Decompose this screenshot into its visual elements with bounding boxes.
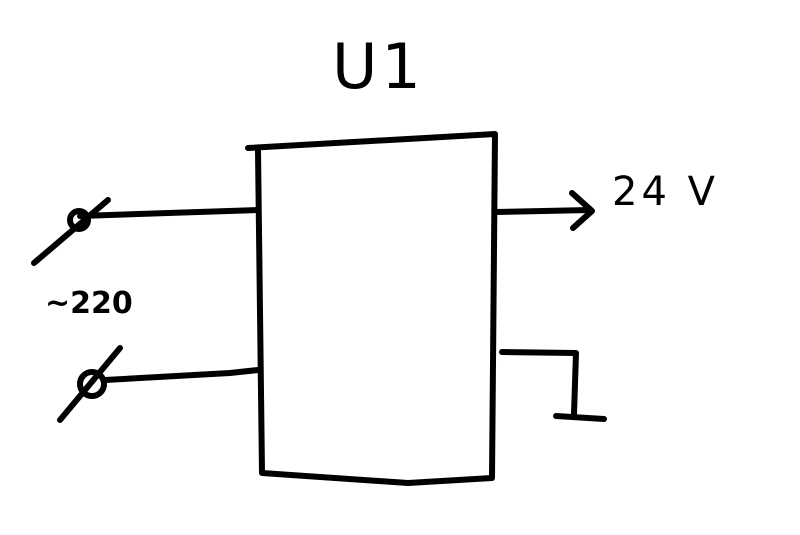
component-box [245,131,498,486]
input-terminal-bottom [77,369,107,399]
ground-wire [499,349,579,417]
component-label: U1 [332,30,425,103]
input-voltage-label: ~220 [45,286,133,321]
input-wire-bottom [102,367,261,383]
output-arrow-head [569,190,595,231]
ground-symbol [553,413,607,422]
input-wire-top [77,207,261,219]
input-terminal-bottom-slash [57,345,123,423]
output-voltage-label: 24 V [612,169,719,215]
output-wire [492,207,593,215]
input-terminal-top-slash [31,197,111,266]
